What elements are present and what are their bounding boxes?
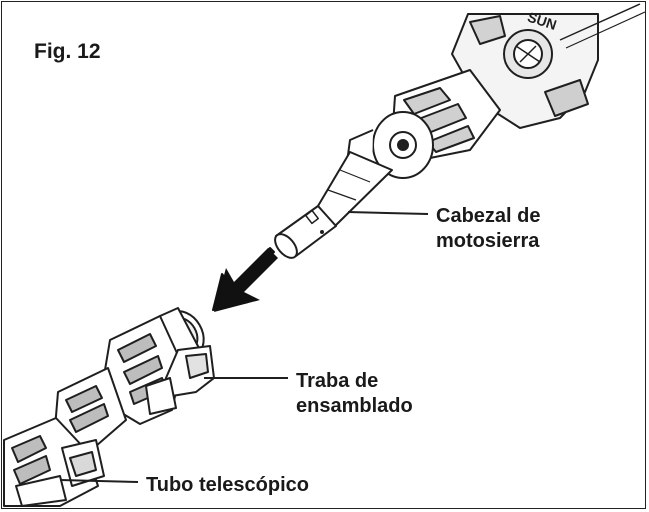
label-chainsaw-head-line-1: Cabezal de (436, 205, 541, 227)
label-assembly-lock-line-1: Traba de (296, 370, 379, 392)
telescopic-tube-illustration (3, 307, 215, 507)
label-chainsaw-head: Cabezal de motosierra (436, 204, 540, 254)
label-chainsaw-head-line-2: motosierra (436, 230, 540, 252)
chainsaw-head-illustration: SUN (274, 3, 646, 259)
label-telescopic-tube: Tubo telescópico (146, 474, 309, 496)
arrow-icon (212, 247, 278, 312)
figure-title: Fig. 12 (34, 40, 101, 63)
label-assembly-lock-line-2: ensamblado (296, 395, 413, 417)
label-assembly-lock: Traba de ensamblado (296, 369, 413, 419)
leader-line-telescopic-tube (59, 479, 139, 483)
leader-line-chainsaw-head (347, 211, 429, 215)
